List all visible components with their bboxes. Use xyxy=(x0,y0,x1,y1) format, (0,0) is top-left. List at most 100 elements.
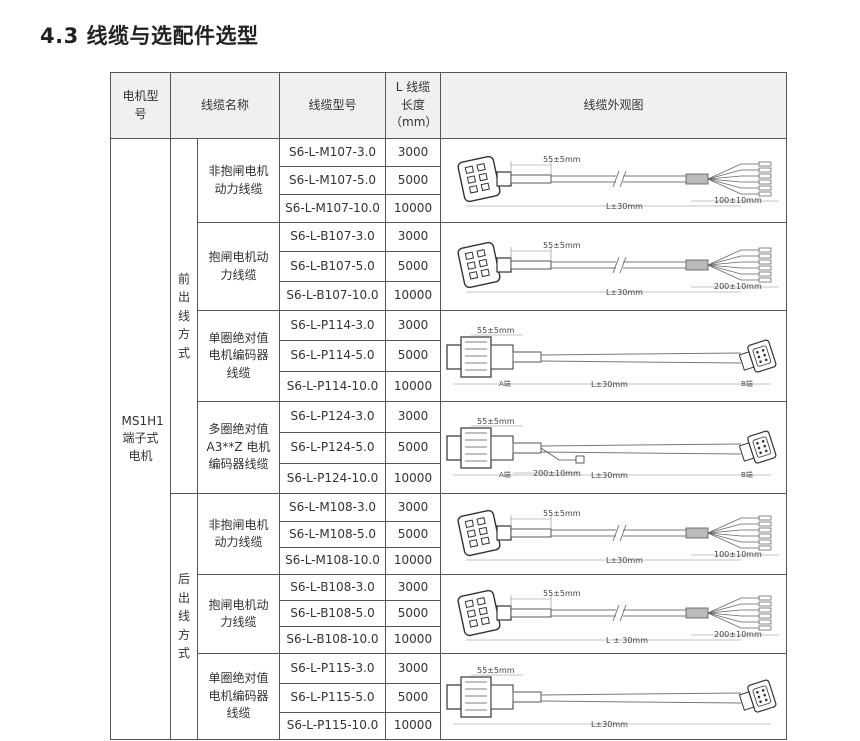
cable-length-cell: 3000 xyxy=(385,138,441,167)
outlet-direction-cell: 前出线方式 xyxy=(170,138,198,494)
power-connector-icon xyxy=(457,589,512,636)
cable-sleeve xyxy=(510,260,552,269)
cable-name-label: 非抱闸电机动力线缆 xyxy=(208,164,269,196)
cable-model-cell: S6-L-P114-10.0 xyxy=(279,371,386,402)
shield-braid xyxy=(685,259,709,270)
outlet-direction-label: 前出线方式 xyxy=(177,271,190,360)
table-header-row: 电机型号 线缆名称 线缆型号 L 线缆长度（mm） 线缆外观图 xyxy=(110,72,787,139)
power-connector-icon xyxy=(457,155,512,202)
section-title: 4.3 线缆与选配件选型 xyxy=(40,24,259,48)
cable-break-mark xyxy=(612,170,620,187)
cable-model-cell: S6-L-P115-5.0 xyxy=(279,683,386,713)
cable-length-cell: 10000 xyxy=(385,194,441,223)
outlet-direction-cell: 后出线方式 xyxy=(170,493,198,740)
cable-name-label: 抱闸电机动力线缆 xyxy=(208,597,269,629)
battery-lead xyxy=(540,447,576,460)
dimension-label-a: 55±5mm xyxy=(477,326,515,335)
end-label-b: B端 xyxy=(741,379,753,388)
cable-length-cell: 5000 xyxy=(385,166,441,195)
cable-model-cell: S6-L-B107-3.0 xyxy=(279,222,386,252)
cable-sleeve xyxy=(512,351,542,362)
shield-braid xyxy=(685,607,709,618)
encoder-b-connector-icon xyxy=(738,339,777,373)
header-cable-model: 线缆型号 xyxy=(279,72,386,139)
cable-model-cell: S6-L-M108-3.0 xyxy=(279,493,386,522)
cable-length-cell: 10000 xyxy=(385,281,441,311)
fanout-wire xyxy=(707,249,759,265)
cable-name-cell: 单圈绝对值电机编码器线缆 xyxy=(197,653,280,740)
dimension-label-b: 100±10mm xyxy=(714,550,762,559)
dimension-label-l: L±30mm xyxy=(591,720,628,729)
header-motor-type: 电机型号 xyxy=(110,72,171,139)
cable-name-cell: 抱闸电机动力线缆 xyxy=(197,574,280,654)
end-label-a: A端 xyxy=(499,470,511,479)
dimension-label-l: L±30mm xyxy=(606,288,643,297)
cable-model-cell: S6-L-M107-10.0 xyxy=(279,194,386,223)
wire-terminal xyxy=(758,161,772,166)
cable-model-cell: S6-L-P124-10.0 xyxy=(279,463,386,494)
cable-name-label: 多圈绝对值A3**Z 电机编码器线缆 xyxy=(206,422,271,472)
cable-line xyxy=(540,692,742,695)
cable-model-cell: S6-L-P124-3.0 xyxy=(279,401,386,433)
cable-model-cell: S6-L-B108-10.0 xyxy=(279,626,386,654)
shield-braid xyxy=(685,527,709,538)
cable-length-cell: 10000 xyxy=(385,371,441,402)
dimension-label-a: 55±5mm xyxy=(543,509,581,518)
cable-name-label: 非抱闸电机动力线缆 xyxy=(208,517,269,549)
cable-length-cell: 3000 xyxy=(385,653,441,684)
dimension-label-a: 55±5mm xyxy=(543,589,581,598)
power-connector-icon xyxy=(457,241,512,288)
dimension-label-b: 200±10mm xyxy=(714,282,762,291)
cable-model-cell: S6-L-P115-10.0 xyxy=(279,712,386,740)
cable-name-cell: 抱闸电机动力线缆 xyxy=(197,222,280,311)
encoder-a-connector-icon xyxy=(446,335,514,378)
dimension-label-b: 200±10mm xyxy=(714,630,762,639)
fanout-wire xyxy=(707,597,759,613)
encoder-b-connector-icon xyxy=(738,679,777,713)
cable-model-cell: S6-L-P114-3.0 xyxy=(279,310,386,341)
cable-length-cell: 10000 xyxy=(385,712,441,740)
cable-model-cell: S6-L-P124-5.0 xyxy=(279,432,386,464)
cable-break-mark xyxy=(612,604,620,621)
dimension-label-a: 55±5mm xyxy=(477,666,515,675)
cable-model-cell: S6-L-B107-10.0 xyxy=(279,281,386,311)
cable-name-label: 单圈绝对值电机编码器线缆 xyxy=(208,330,269,380)
cable-sleeve xyxy=(510,174,552,183)
cable-model-cell: S6-L-B107-5.0 xyxy=(279,251,386,282)
dimension-label-l: L ± 30mm xyxy=(606,636,648,645)
cable-sleeve xyxy=(510,608,552,617)
cable-length-cell: 3000 xyxy=(385,401,441,433)
dimension-label-l: L±30mm xyxy=(591,471,628,480)
dimension-label-l: L±30mm xyxy=(606,556,643,565)
dimension-label-l: L±30mm xyxy=(606,202,643,211)
cable-model-cell: S6-L-P114-5.0 xyxy=(279,340,386,372)
dimension-label-a: 55±5mm xyxy=(477,417,515,426)
cable-name-label: 单圈绝对值电机编码器线缆 xyxy=(208,671,269,721)
cable-length-cell: 5000 xyxy=(385,251,441,282)
cable-length-cell: 3000 xyxy=(385,222,441,252)
cable-model-cell: S6-L-P115-3.0 xyxy=(279,653,386,684)
cable-name-label: 抱闸电机动力线缆 xyxy=(208,250,269,282)
table-row: 后出线方式 非抱闸电机动力线缆 S6-L-M108-3.0 3000 55±5mm 100… xyxy=(111,493,787,740)
cable-model-cell: S6-L-M107-5.0 xyxy=(279,166,386,195)
cable-sleeve xyxy=(512,442,542,453)
outlet-direction-label: 后出线方式 xyxy=(177,572,190,661)
cable-sleeve xyxy=(510,528,552,537)
encoder-b-connector-icon xyxy=(738,430,777,464)
shield-braid xyxy=(685,173,709,184)
